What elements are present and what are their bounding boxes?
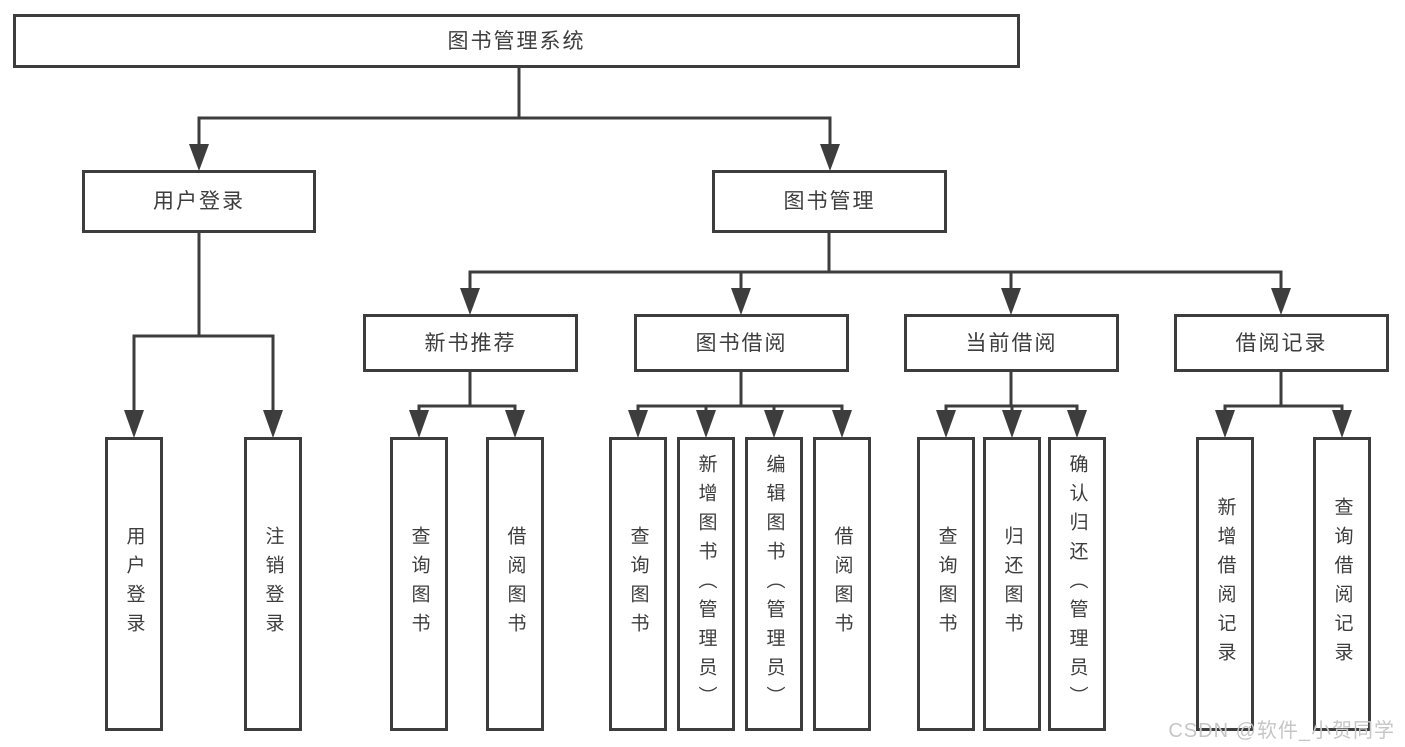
leaf-br-add-record: 新增借阅记录 [1196,437,1254,731]
leaf-nbr-query-books: 查询图书 [390,437,448,731]
node-new-book-recommend: 新书推荐 [363,314,578,372]
leaf-cb-return-books: 归还图书 [983,437,1041,731]
node-current-borrowing: 当前借阅 [904,314,1119,372]
watermark: CSDN @软件_小贺同学 [1168,720,1395,742]
leaf-user-login: 用户登录 [105,437,163,731]
leaf-bb-edit-books-admin: 编辑图书（管理员） [745,437,803,731]
leaf-logout: 注销登录 [244,437,302,731]
leaf-nbr-borrow-books: 借阅图书 [486,437,544,731]
node-book-management: 图书管理 [712,170,947,233]
leaf-bb-query-books: 查询图书 [609,437,667,731]
leaf-cb-query-books: 查询图书 [917,437,975,731]
node-borrowing-records: 借阅记录 [1174,314,1389,372]
node-library-management-system: 图书管理系统 [13,14,1020,68]
leaf-cb-confirm-return-admin: 确认归还（管理员） [1048,437,1106,731]
leaf-bb-add-books-admin: 新增图书（管理员） [677,437,735,731]
node-user-login: 用户登录 [82,170,316,233]
leaf-bb-borrow-books: 借阅图书 [813,437,871,731]
leaf-br-query-record: 查询借阅记录 [1313,437,1371,731]
node-book-borrowing: 图书借阅 [634,314,849,372]
